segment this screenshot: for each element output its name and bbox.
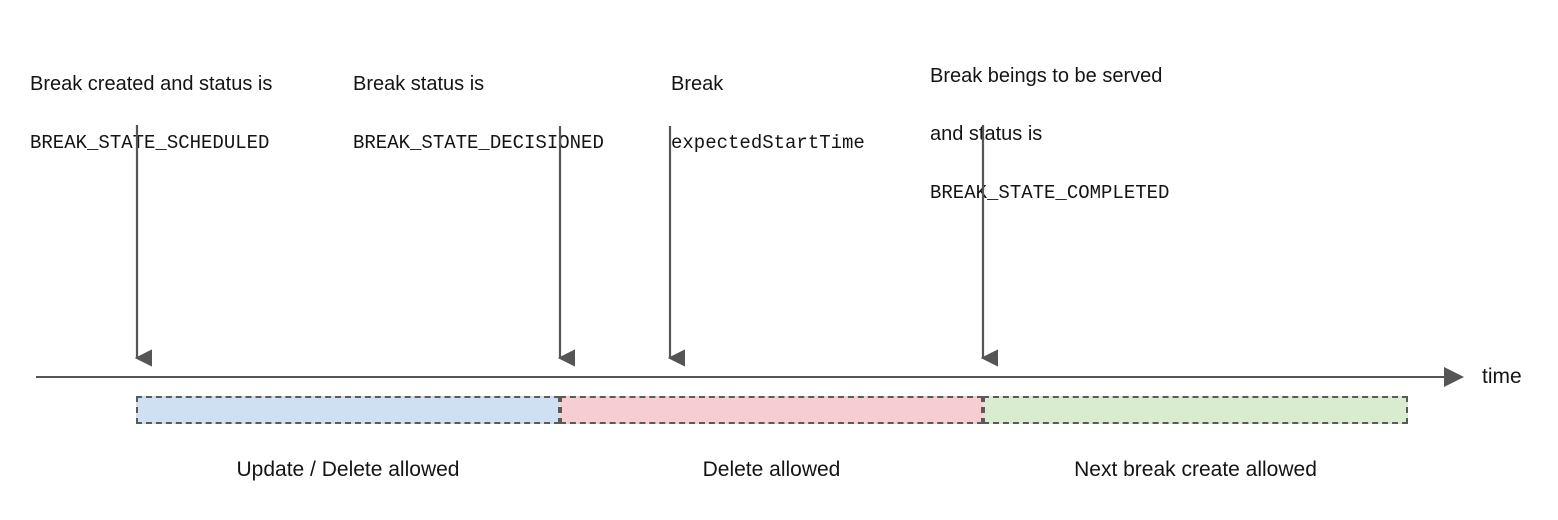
- milestone-label-expected-start-time-line1: Break: [671, 73, 724, 95]
- milestone-label-completed-line3: BREAK_STATE_COMPLETED: [930, 182, 1170, 204]
- milestone-label-decisioned-line2: BREAK_STATE_DECISIONED: [353, 132, 604, 154]
- segment-caption-delete: Delete allowed: [702, 458, 841, 481]
- segment-caption-next-break-create: Next break create allowed: [1074, 458, 1317, 481]
- segment-update-delete: [136, 396, 560, 424]
- milestone-label-expected-start-time: Break expectedStartTime: [671, 41, 921, 158]
- milestone-label-decisioned: Break status is BREAK_STATE_DECISIONED: [353, 41, 653, 158]
- milestone-label-decisioned-line1: Break status is: [353, 73, 485, 95]
- milestone-label-expected-start-time-line2: expectedStartTime: [671, 132, 865, 154]
- milestone-arrow-scheduled: [134, 125, 152, 368]
- milestone-arrow-completed: [980, 125, 998, 368]
- milestone-arrow-decisioned: [557, 126, 575, 368]
- segment-next-break-create: [983, 396, 1408, 424]
- milestone-label-scheduled-line1: Break created and status is: [30, 73, 273, 95]
- time-axis-label: time: [1482, 365, 1522, 388]
- milestone-label-completed-line1: Break beings to be served: [930, 65, 1163, 87]
- milestone-arrow-expected-start-time: [667, 126, 685, 368]
- segment-caption-update-delete: Update / Delete allowed: [236, 458, 460, 481]
- milestone-label-scheduled-line2: BREAK_STATE_SCHEDULED: [30, 132, 270, 154]
- milestone-label-scheduled: Break created and status is BREAK_STATE_…: [30, 41, 360, 158]
- segment-delete: [560, 396, 983, 424]
